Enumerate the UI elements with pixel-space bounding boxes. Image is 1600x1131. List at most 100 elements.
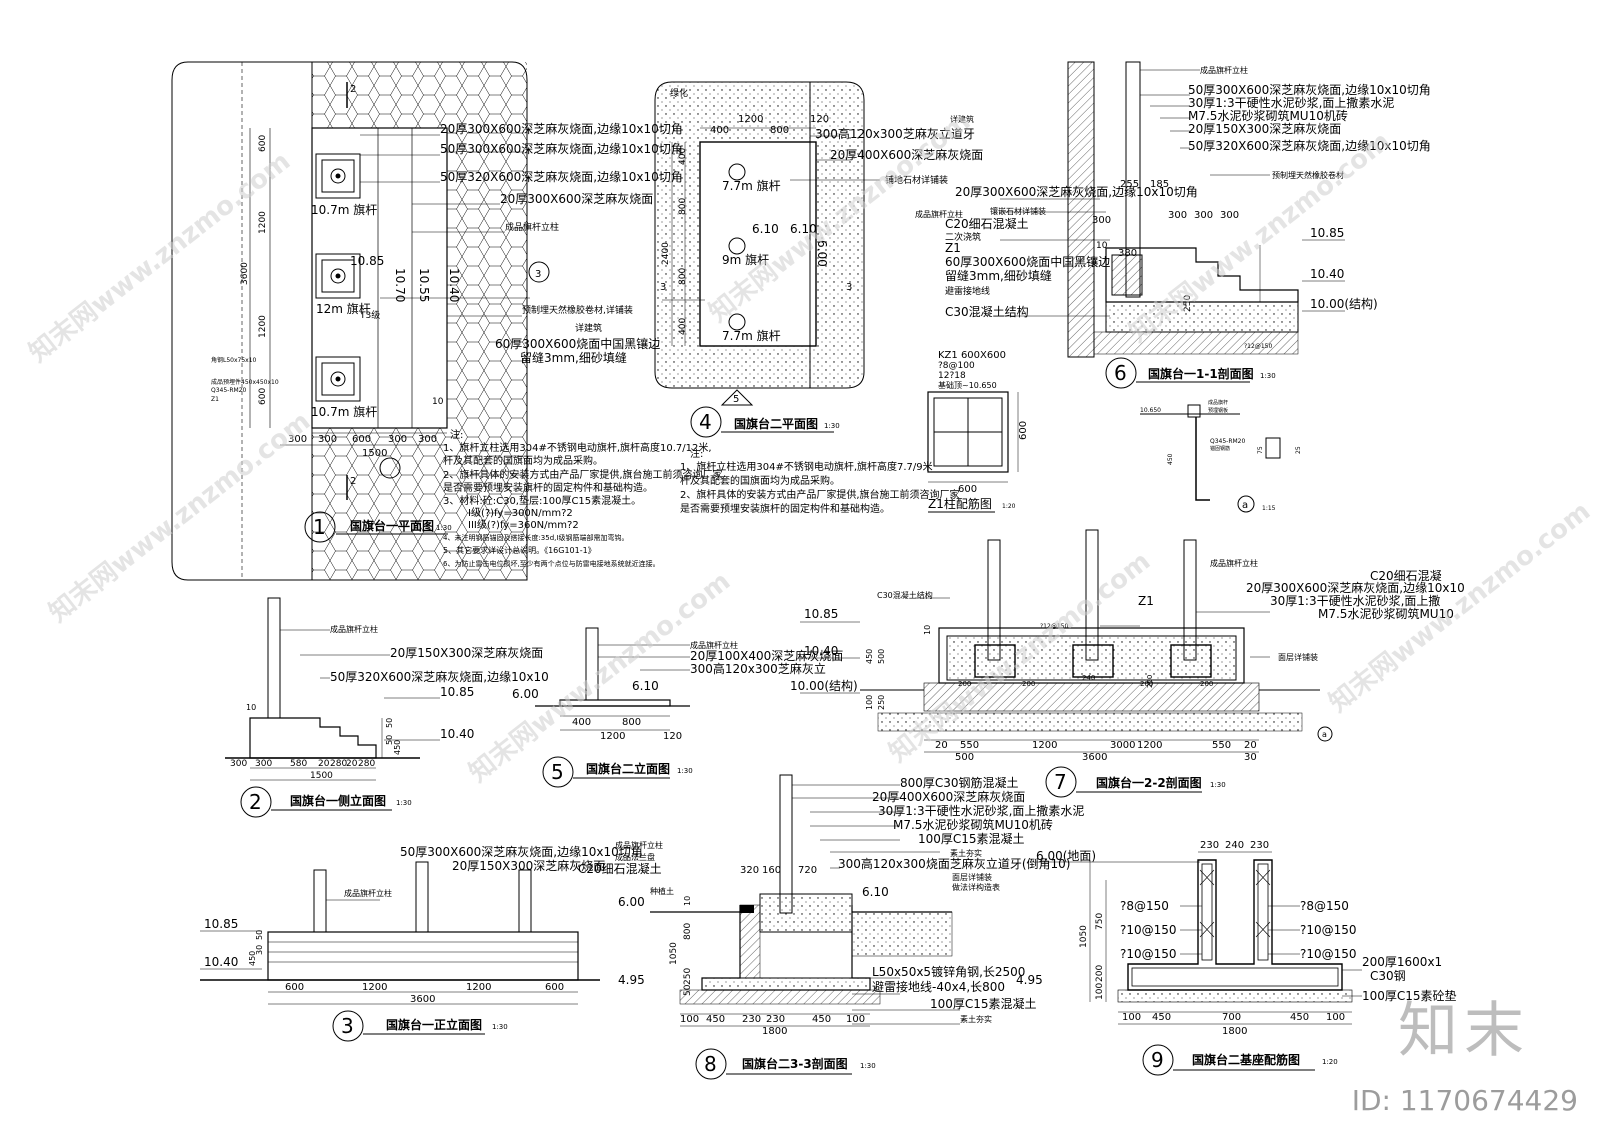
- svg-text:杆及其配套的国旗面均为成品采购。: 杆及其配套的国旗面均为成品采购。: [443, 454, 603, 467]
- svg-text:2、旗杆具体的安装方式由产品厂家提供,旗台施工前须咨询厂家: 2、旗杆具体的安装方式由产品厂家提供,旗台施工前须咨询厂家: [680, 488, 960, 501]
- svg-text:100: 100: [680, 1014, 699, 1025]
- svg-text:Z1: Z1: [945, 241, 961, 255]
- svg-text:20厚150X300深芝麻灰烧面: 20厚150X300深芝麻灰烧面: [1188, 121, 1341, 136]
- svg-text:成品旗杆立柱: 成品旗杆立柱: [915, 209, 963, 219]
- svg-text:1:20: 1:20: [1322, 1058, 1338, 1066]
- svg-text:550: 550: [1212, 740, 1231, 751]
- svg-text:Q345-RM20: Q345-RM20: [1210, 438, 1246, 445]
- svg-text:C20细石混凝: C20细石混凝: [1370, 568, 1442, 583]
- svg-text:10: 10: [923, 625, 932, 635]
- svg-text:C30混凝土结构: C30混凝土结构: [945, 304, 1029, 319]
- svg-text:230: 230: [742, 1014, 761, 1025]
- svg-text:1050: 1050: [669, 942, 679, 965]
- svg-text:10: 10: [246, 703, 256, 712]
- svg-text:Q345-RM20: Q345-RM20: [211, 387, 247, 394]
- svg-text:250: 250: [683, 968, 693, 985]
- svg-text:500: 500: [955, 752, 974, 763]
- svg-text:20厚300X600深芝麻灰烧面,边缘10x10切角: 20厚300X600深芝麻灰烧面,边缘10x10切角: [955, 184, 1198, 199]
- svg-text:20厚300X600深芝麻灰烧面,边缘10x10切角: 20厚300X600深芝麻灰烧面,边缘10x10切角: [440, 121, 683, 136]
- svg-text:25: 25: [1295, 446, 1302, 454]
- svg-text:50厚300X600深芝麻灰烧面,边缘10x10切角: 50厚300X600深芝麻灰烧面,边缘10x10切角: [400, 844, 643, 859]
- view-8-labels: 800厚C30钢筋混凝土 20厚400X600深芝麻灰烧面 30厚1:3干硬性水…: [400, 775, 1084, 1037]
- svg-text:5: 5: [733, 394, 739, 405]
- svg-text:250: 250: [1183, 295, 1193, 312]
- svg-text:3: 3: [535, 269, 541, 280]
- svg-text:250: 250: [1146, 675, 1154, 688]
- svg-text:10.55: 10.55: [417, 268, 431, 302]
- svg-text:120: 120: [663, 731, 682, 742]
- svg-text:720: 720: [798, 865, 817, 876]
- svg-text:预制埋天然橡胶卷材: 预制埋天然橡胶卷材: [1272, 170, 1344, 180]
- svg-text:580: 580: [290, 759, 307, 769]
- svg-text:450: 450: [865, 649, 874, 664]
- svg-text:素土夯实: 素土夯实: [960, 1014, 992, 1024]
- svg-text:2: 2: [350, 476, 356, 487]
- svg-text:角钢L50x75x10: 角钢L50x75x10: [211, 356, 257, 364]
- svg-text:450: 450: [1167, 453, 1174, 465]
- svg-text:1:30: 1:30: [860, 1062, 876, 1070]
- title-block-8: 8 国旗台二3-3剖面图 1:30: [695, 1048, 876, 1080]
- svg-text:450: 450: [393, 740, 402, 755]
- svg-text:1: 1: [313, 515, 326, 539]
- svg-text:200: 200: [1022, 680, 1035, 688]
- svg-text:9m 旗杆: 9m 旗杆: [722, 252, 769, 267]
- view-5-elevation: 成品旗杆立柱 20厚100X400深芝麻灰烧面 300高120x300芝麻灰立 …: [512, 627, 843, 742]
- svg-text:2: 2: [249, 790, 262, 814]
- svg-text:6.10: 6.10: [752, 222, 779, 236]
- svg-text:注:: 注:: [450, 428, 463, 441]
- svg-text:3600: 3600: [1082, 752, 1107, 763]
- svg-text:50厚300X600深芝麻灰烧面,边缘10x10切角: 50厚300X600深芝麻灰烧面,边缘10x10切角: [1188, 82, 1431, 97]
- svg-text:280: 280: [358, 759, 375, 769]
- svg-text:10.85: 10.85: [1310, 226, 1344, 240]
- svg-text:230: 230: [766, 1014, 785, 1025]
- svg-text:30: 30: [255, 945, 264, 955]
- svg-text:6.10: 6.10: [862, 885, 889, 899]
- svg-text:20: 20: [346, 759, 358, 769]
- svg-text:500: 500: [877, 649, 886, 664]
- svg-text:100: 100: [1095, 983, 1105, 1000]
- svg-text:3600: 3600: [240, 262, 250, 285]
- title-block-2: 2 国旗台一侧立面图 1:30: [240, 786, 412, 818]
- svg-text:国旗台二立面图: 国旗台二立面图: [586, 761, 670, 776]
- svg-text:2: 2: [350, 84, 356, 95]
- detail-a: 10.650 成品旗杆 预埋钢板 Q345-RM20 锚固钢筋 450 75 2…: [1140, 399, 1302, 513]
- svg-text:?10@150: ?10@150: [1120, 947, 1177, 961]
- svg-text:280: 280: [330, 759, 347, 769]
- svg-text:300高120x300芝麻灰立: 300高120x300芝麻灰立: [690, 661, 826, 676]
- svg-text:300: 300: [388, 434, 407, 445]
- svg-text:成品旗杆立柱: 成品旗杆立柱: [1200, 65, 1248, 75]
- svg-text:3: 3: [660, 282, 666, 293]
- svg-text:留缝3mm,细砂填缝: 留缝3mm,细砂填缝: [520, 350, 627, 365]
- svg-text:800: 800: [678, 198, 688, 215]
- svg-text:二次浇筑: 二次浇筑: [945, 231, 981, 243]
- svg-text:100: 100: [865, 695, 874, 710]
- svg-text:20厚400X600深芝麻灰烧面: 20厚400X600深芝麻灰烧面: [872, 789, 1025, 804]
- svg-text:300高120x300烧面芝麻灰立道牙(倒角10): 300高120x300烧面芝麻灰立道牙(倒角10): [838, 856, 1070, 871]
- svg-text:5、其它要求详设计总说明。《16G101-1》: 5、其它要求详设计总说明。《16G101-1》: [443, 545, 596, 555]
- svg-text:10.40: 10.40: [447, 268, 461, 302]
- svg-text:250: 250: [877, 695, 886, 710]
- svg-text:1:30: 1:30: [1260, 372, 1276, 380]
- svg-text:面层详铺装: 面层详铺装: [952, 872, 992, 882]
- view-7-labels: C30混凝土结构 成品旗杆立柱 Z1 C20细石混凝 20厚300X600深芝麻…: [790, 558, 1465, 763]
- svg-text:1200: 1200: [258, 315, 268, 338]
- svg-text:4: 4: [699, 410, 712, 434]
- flagpole-base-mid: [315, 253, 361, 299]
- svg-text:600: 600: [352, 434, 371, 445]
- svg-text:10.7m 旗杆: 10.7m 旗杆: [311, 202, 377, 217]
- svg-text:10.40: 10.40: [440, 727, 474, 741]
- svg-text:杆及其配套的国旗面均为成品采购。: 杆及其配套的国旗面均为成品采购。: [680, 474, 840, 487]
- svg-text:300: 300: [288, 434, 307, 445]
- svg-text:3600: 3600: [410, 994, 435, 1005]
- svg-text:10.85: 10.85: [350, 254, 384, 268]
- svg-text:20厚100X400深芝麻灰烧面: 20厚100X400深芝麻灰烧面: [690, 648, 843, 663]
- svg-text:800: 800: [622, 717, 641, 728]
- svg-text:国旗台一正立面图: 国旗台一正立面图: [386, 1017, 482, 1032]
- svg-text:1200: 1200: [600, 731, 625, 742]
- svg-text:M7.5水泥砂浆砌筑MU10机砖: M7.5水泥砂浆砌筑MU10机砖: [1188, 108, 1348, 123]
- svg-text:1:30: 1:30: [677, 767, 693, 775]
- svg-text:10: 10: [432, 397, 444, 407]
- svg-text:10: 10: [1096, 241, 1108, 251]
- svg-text:III级(?)fy=360N/mm?2: III级(?)fy=360N/mm?2: [468, 519, 579, 531]
- svg-text:200: 200: [1140, 680, 1153, 688]
